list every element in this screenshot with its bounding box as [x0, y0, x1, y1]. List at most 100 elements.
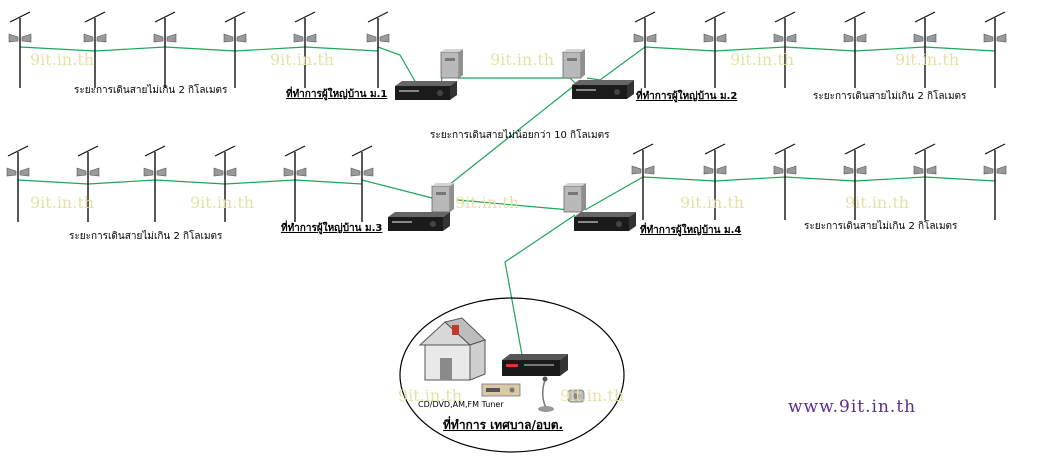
- tuner-label: CD/DVD,AM,FM Tuner: [418, 400, 504, 409]
- horn-speaker-icon: [76, 167, 87, 177]
- amplifier-village-4: [574, 212, 636, 231]
- span-label-top-right: ระยะการเดินสายไม่เกิน 2 กิโลเมตร: [813, 91, 967, 102]
- horn-speaker-icon: [296, 167, 307, 177]
- office-label-village-4: ที่ทำการผู้ใหญ่บ้าน ม.4: [640, 225, 742, 236]
- watermark: 9it.in.th: [680, 193, 745, 212]
- horn-speaker-icon: [703, 33, 714, 43]
- utility-pole-icon: [983, 143, 1007, 220]
- horn-speaker-icon: [226, 167, 237, 177]
- horn-speaker-icon: [350, 167, 361, 177]
- horn-speaker-icon: [366, 33, 377, 43]
- utility-pole-icon: [913, 143, 937, 220]
- horn-speaker-icon: [913, 33, 924, 43]
- horn-speaker-icon: [843, 33, 854, 43]
- cable-line: [17, 179, 363, 185]
- horn-speaker-icon: [633, 33, 644, 43]
- horn-speaker-icon: [716, 165, 727, 175]
- horn-speaker-icon: [703, 165, 714, 175]
- utility-pole-icon: [8, 11, 32, 88]
- utility-pole-icon: [913, 11, 937, 88]
- horn-speaker-icon: [153, 33, 164, 43]
- pole-group: [6, 11, 1007, 222]
- horn-speaker-icon: [293, 33, 304, 43]
- utility-pole-icon: [843, 143, 867, 220]
- amplifier-village-2: [572, 80, 634, 99]
- utility-pole-icon: [76, 145, 100, 222]
- horn-speaker-icon: [996, 165, 1007, 175]
- horn-speaker-icon: [283, 167, 294, 177]
- device-group: [388, 49, 636, 231]
- backbone-distance-label: ระยะการเดินสายไม่น้อยกว่า 10 กิโลเมตร: [430, 130, 610, 141]
- horn-speaker-icon: [89, 167, 100, 177]
- horn-speaker-icon: [143, 167, 154, 177]
- cable-line: [586, 46, 646, 81]
- horn-speaker-icon: [856, 33, 867, 43]
- utility-pole-icon: [283, 145, 307, 222]
- horn-speaker-icon: [856, 165, 867, 175]
- horn-speaker-icon: [213, 167, 224, 177]
- amplifier-village-3: [388, 212, 450, 231]
- utility-pole-icon: [703, 11, 727, 88]
- cable-line: [504, 214, 576, 356]
- utility-pole-icon: [983, 11, 1007, 88]
- cable-line: [377, 46, 421, 91]
- website-link[interactable]: www.9it.in.th: [788, 397, 917, 417]
- transceiver-box-village-4: [563, 183, 586, 213]
- horn-speaker-icon: [644, 165, 655, 175]
- watermark: 9it.in.th: [730, 50, 795, 69]
- cable-line: [584, 176, 644, 211]
- horn-speaker-icon: [96, 33, 107, 43]
- watermark: 9it.in.th: [190, 193, 255, 212]
- horn-speaker-icon: [913, 165, 924, 175]
- microphone-icon: [538, 376, 554, 412]
- watermark: 9it.in.th: [490, 50, 555, 69]
- horn-speaker-icon: [363, 167, 374, 177]
- horn-speaker-icon: [773, 33, 784, 43]
- horn-speaker-icon: [983, 33, 994, 43]
- watermark: 9it.in.th: [270, 50, 335, 69]
- watermark: 9it.in.th: [30, 50, 95, 69]
- horn-speaker-icon: [156, 167, 167, 177]
- horn-speaker-icon: [843, 165, 854, 175]
- cd-dvd-tuner-icon: [481, 383, 521, 397]
- office-label-village-2: ที่ทำการผู้ใหญ่บ้าน ม.2: [636, 91, 738, 102]
- span-label-mid-right: ระยะการเดินสายไม่เกิน 2 กิโลเมตร: [804, 221, 958, 232]
- headquarters-ellipse: [399, 297, 625, 453]
- watermark: 9it.in.th: [560, 386, 625, 405]
- utility-pole-icon: [153, 11, 177, 88]
- utility-pole-icon: [223, 11, 247, 88]
- transceiver-box-village-1: [440, 49, 463, 79]
- horn-speaker-icon: [646, 33, 657, 43]
- utility-pole-icon: [773, 11, 797, 88]
- watermark: 9it.in.th: [30, 193, 95, 212]
- horn-speaker-icon: [306, 33, 317, 43]
- utility-pole-icon: [773, 143, 797, 220]
- utility-pole-icon: [6, 145, 30, 222]
- watermark: 9it.in.th: [845, 193, 910, 212]
- horn-speaker-icon: [786, 33, 797, 43]
- span-label-mid-left: ระยะการเดินสายไม่เกิน 2 กิโลเมตร: [69, 231, 223, 242]
- cable-line: [457, 199, 571, 211]
- horn-speaker-icon: [716, 33, 727, 43]
- horn-speaker-icon: [83, 33, 94, 43]
- main-amplifier-icon: [502, 354, 568, 376]
- horn-speaker-icon: [6, 167, 17, 177]
- amplifier-village-1: [395, 81, 457, 100]
- horn-speaker-icon: [8, 33, 19, 43]
- utility-pole-icon: [143, 145, 167, 222]
- span-label-top-left: ระยะการเดินสายไม่เกิน 2 กิโลเมตร: [74, 85, 228, 96]
- headquarters-label: ที่ทำการ เทศบาล/อบต.: [443, 418, 564, 432]
- horn-speaker-icon: [631, 165, 642, 175]
- watermark: 9it.in.th: [455, 193, 520, 212]
- office-label-village-1: ที่ทำการผู้ใหญ่บ้าน ม.1: [286, 89, 388, 100]
- cable-line: [19, 46, 379, 52]
- cable-line: [439, 84, 576, 193]
- house-icon: [418, 317, 486, 381]
- transceiver-box-village-2: [562, 49, 585, 79]
- horn-speaker-icon: [21, 33, 32, 43]
- utility-pole-icon: [293, 11, 317, 88]
- horn-speaker-icon: [996, 33, 1007, 43]
- horn-speaker-icon: [926, 165, 937, 175]
